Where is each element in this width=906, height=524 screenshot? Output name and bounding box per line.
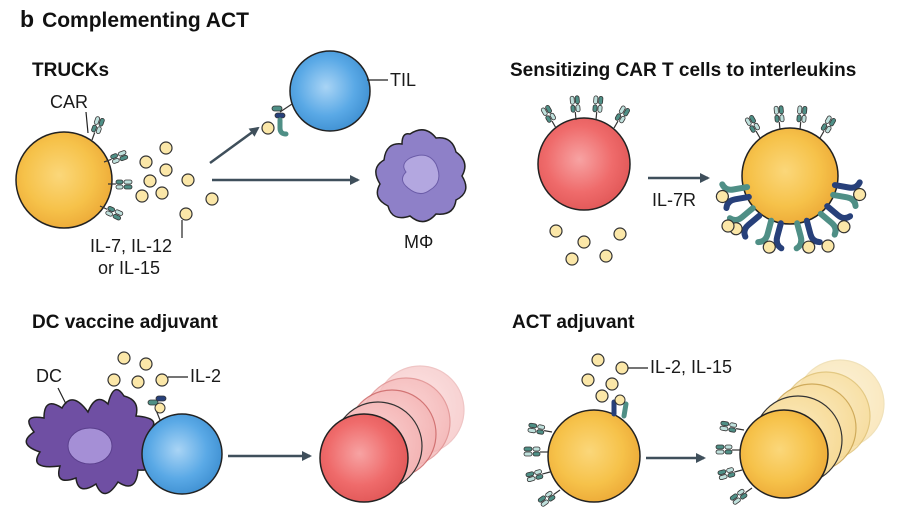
dc-nucleus — [67, 427, 113, 465]
cytokine-label-line-1: IL-7, IL-12 — [90, 236, 173, 256]
cytokine-cluster-act — [581, 353, 629, 403]
il2-il15-label: IL-2, IL-15 — [650, 357, 733, 377]
cytokine-cluster-trucks — [135, 141, 219, 221]
til-cell — [289, 50, 371, 132]
til-receptor-icon — [261, 103, 293, 137]
panel-letter: b — [20, 6, 35, 32]
cytokine-label-line-2: or IL-15 — [98, 258, 161, 278]
il-receptor-icon — [611, 394, 629, 419]
car-label: CAR — [50, 92, 89, 112]
cytokine-cluster-free — [721, 219, 835, 253]
sensitizing-heading: Sensitizing CAR T cells to interleukins — [510, 60, 857, 81]
t-cell-blue — [141, 413, 223, 495]
dc-vaccine-section — [25, 351, 465, 503]
act-adjuvant-heading: ACT adjuvant — [512, 312, 635, 333]
car-t-cell-sensitized — [741, 127, 839, 225]
macrophage-label: MΦ — [404, 232, 434, 252]
car-t-cell-act — [547, 409, 641, 503]
dc-label: DC — [36, 366, 62, 386]
trucks-section — [15, 50, 467, 238]
panel-title-text: Complementing ACT — [42, 9, 249, 32]
car-t-cell — [15, 131, 113, 229]
expanded-car-t-cells — [739, 359, 885, 499]
panel-title: b Complementing ACT — [20, 6, 249, 33]
sensitizing-section — [537, 95, 868, 266]
car-leader-line — [85, 111, 89, 134]
dc-vaccine-heading: DC vaccine adjuvant — [32, 312, 218, 333]
trucks-heading: TRUCKs — [32, 60, 110, 81]
act-adjuvant-section — [523, 353, 885, 508]
arrow-to-til — [209, 126, 260, 165]
il7r-label: IL-7R — [652, 190, 697, 210]
cytokine-cluster-dc — [107, 351, 169, 389]
dc-leader-line — [57, 387, 67, 405]
expanded-t-cells-red — [319, 365, 465, 503]
cytokine-cluster-sensitizing — [549, 224, 627, 266]
macrophage-nucleus — [402, 154, 440, 194]
t-cell-receptor-icon — [147, 395, 167, 421]
til-label: TIL — [390, 70, 417, 90]
car-t-cell-unsensitized — [537, 117, 631, 211]
il2-label: IL-2 — [190, 366, 222, 386]
